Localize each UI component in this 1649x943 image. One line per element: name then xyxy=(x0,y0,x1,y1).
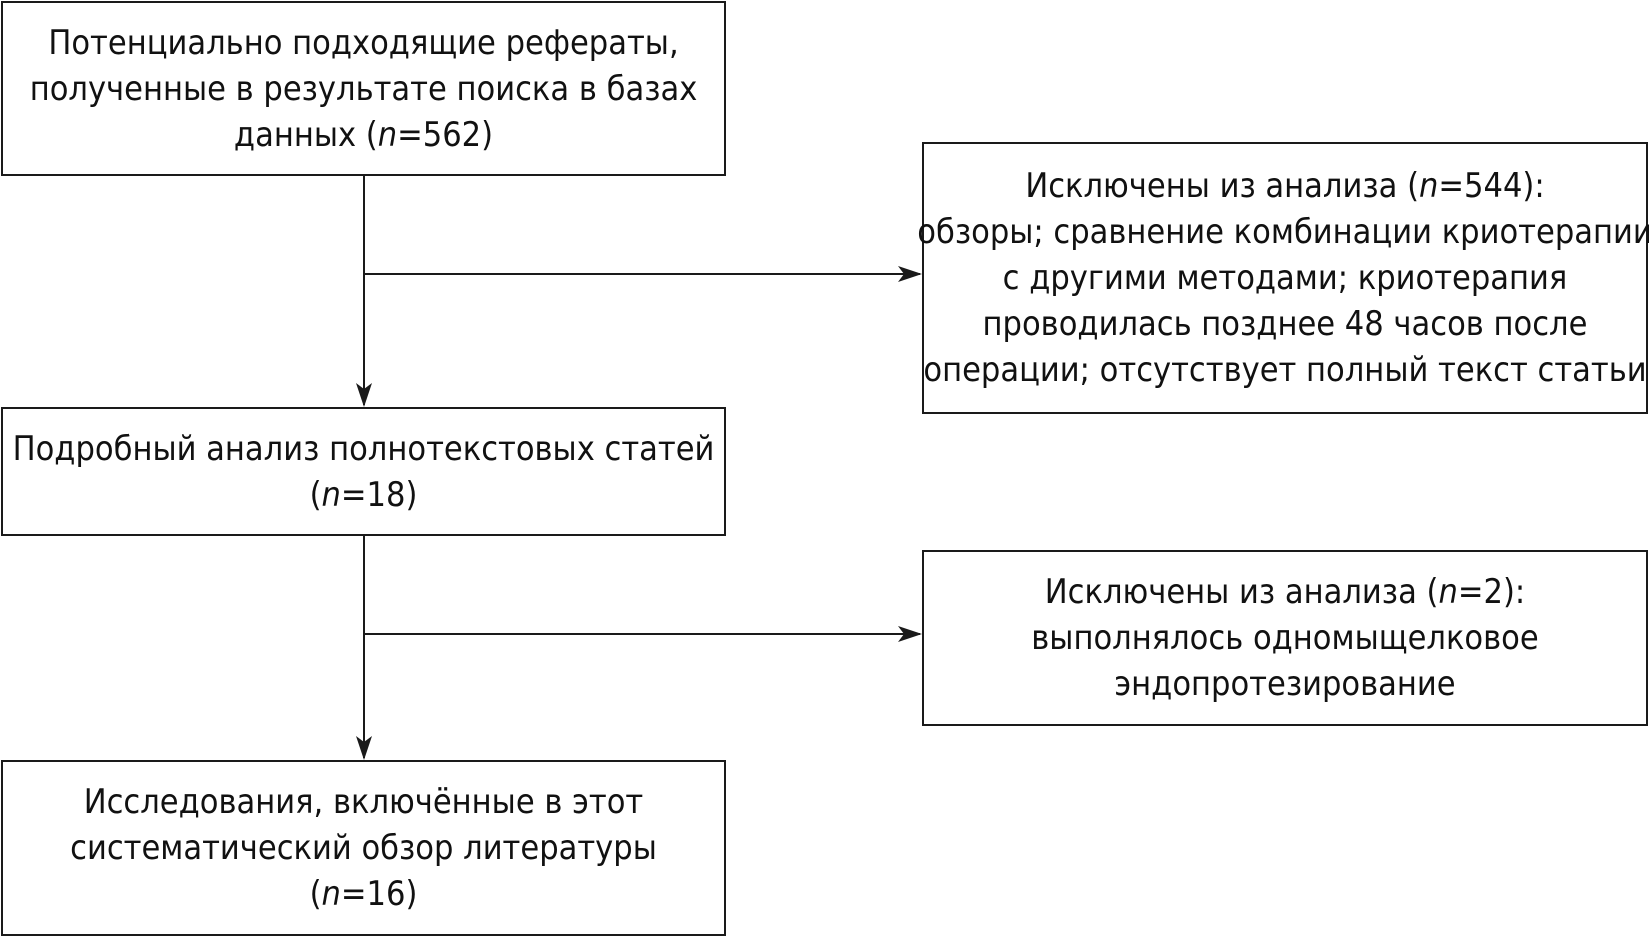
fulltext-text: Подробный анализ полнотекстовых статей (… xyxy=(13,426,715,518)
fulltext-n-symbol: n xyxy=(321,474,341,515)
included-line-3: (n=16) xyxy=(70,871,657,917)
exclusion-1-line-1-suffix: =544): xyxy=(1438,166,1545,206)
included-text: Исследования, включённые в этот системат… xyxy=(70,779,657,917)
exclusion-2-line-2: выполнялось одномыщелковое xyxy=(1031,618,1539,658)
exclusion-1-line-5: операции; отсутствует полный текст стать… xyxy=(923,350,1647,390)
included-line-3-suffix: =16) xyxy=(340,874,418,914)
search-results-text: Потенциально подходящие рефераты, получе… xyxy=(30,20,698,158)
search-line-3: данных (n=562) xyxy=(30,112,698,158)
fulltext-line-1: Подробный анализ полнотекстовых статей xyxy=(12,428,715,469)
exclusion-1-text: Исключены из анализа (n=544): обзоры; ср… xyxy=(917,163,1649,393)
search-results-box: Потенциально подходящие рефераты, получе… xyxy=(1,1,726,176)
fulltext-line-2: (n=18) xyxy=(13,472,715,518)
exclusion-2-line-1-prefix: Исключены из анализа ( xyxy=(1044,572,1439,612)
exclusion-2-text: Исключены из анализа (n=2): выполнялось … xyxy=(1031,569,1538,707)
exclusion-box-1: Исключены из анализа (n=544): обзоры; ср… xyxy=(917,142,1649,414)
exclusion-1-line-4: проводилась позднее 48 часов после xyxy=(982,304,1588,344)
search-line-2: полученные в результате поиска в базах xyxy=(29,68,698,109)
fulltext-line-2-prefix: ( xyxy=(309,474,322,515)
included-n-symbol: n xyxy=(321,874,341,914)
included-line-3-prefix: ( xyxy=(309,874,322,914)
exclusion-2-line-1: Исключены из анализа (n=2): xyxy=(1031,569,1538,615)
exclusion-1-line-1: Исключены из анализа (n=544): xyxy=(917,163,1649,209)
fulltext-analysis-box: Подробный анализ полнотекстовых статей (… xyxy=(1,407,726,536)
exclusion-1-line-2: обзоры; сравнение комбинации криотерапии xyxy=(917,212,1649,252)
search-line-3-prefix: данных ( xyxy=(233,114,378,155)
exclusion-box-2: Исключены из анализа (n=2): выполнялось … xyxy=(922,550,1648,726)
exclusion-2-n-symbol: n xyxy=(1438,572,1458,612)
search-line-1: Потенциально подходящие рефераты, xyxy=(48,22,679,63)
fulltext-line-2-suffix: =18) xyxy=(340,474,418,515)
exclusion-1-line-1-prefix: Исключены из анализа ( xyxy=(1025,166,1420,206)
search-line-3-suffix: =562) xyxy=(397,114,494,155)
included-line-1: Исследования, включённые в этот xyxy=(83,782,644,822)
included-studies-box: Исследования, включённые в этот системат… xyxy=(1,760,726,936)
exclusion-2-line-1-suffix: =2): xyxy=(1457,572,1526,612)
search-n-symbol: n xyxy=(377,114,398,155)
exclusion-1-line-3: с другими методами; криотерапия xyxy=(1002,258,1568,298)
exclusion-1-n-symbol: n xyxy=(1419,166,1439,206)
included-line-2: систематический обзор литературы xyxy=(70,828,657,868)
exclusion-2-line-3: эндопротезирование xyxy=(1114,664,1456,704)
